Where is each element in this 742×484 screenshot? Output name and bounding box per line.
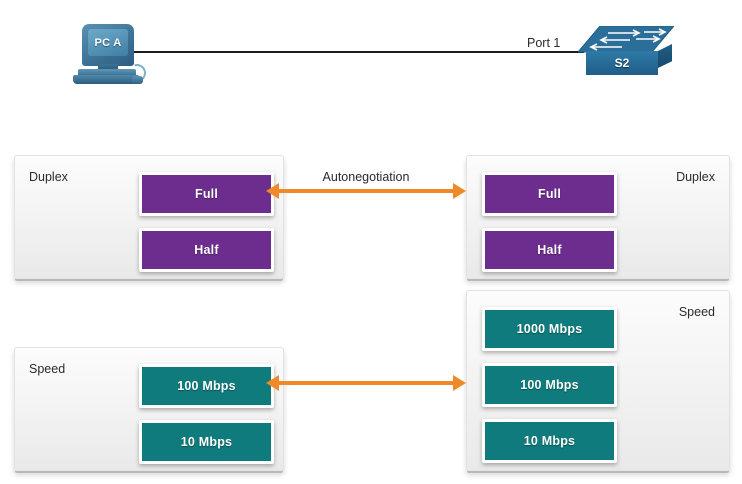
desktop-computer-icon: PC A — [82, 24, 134, 66]
speed-right-title: Speed — [678, 305, 715, 319]
topology-diagram: PC A Port 1 S2 — [0, 0, 742, 120]
arrow-head-right — [453, 375, 466, 391]
autonegotiation-label: Autonegotiation — [322, 170, 410, 184]
arrow-head-right — [453, 183, 466, 199]
speed-right-option-1000mbps[interactable]: 1000 Mbps — [482, 307, 617, 351]
switch-side-face — [658, 44, 672, 68]
pc-base-lower — [73, 75, 139, 84]
switch-front-face: S2 — [586, 51, 658, 75]
speed-left-title: Speed — [29, 362, 66, 376]
speed-left-option-10mbps[interactable]: 10 Mbps — [139, 420, 274, 464]
ethernet-cable-link — [132, 51, 584, 53]
network-switch-icon — [578, 26, 674, 53]
arrow-head-left — [266, 375, 279, 391]
pc-stand — [98, 64, 118, 71]
speed-left-option-100mbps[interactable]: 100 Mbps — [139, 364, 274, 408]
arrow-head-left — [266, 183, 279, 199]
speed-panel-right: Speed 1000 Mbps 100 Mbps 10 Mbps — [466, 290, 730, 471]
arrow-shaft — [277, 189, 455, 193]
duplex-autonegotiation-arrow-icon — [266, 181, 466, 201]
mouse-icon — [132, 76, 143, 84]
speed-right-option-10mbps[interactable]: 10 Mbps — [482, 419, 617, 463]
arrow-shaft — [277, 381, 455, 385]
pc-base-upper — [78, 69, 136, 76]
duplex-left-option-full[interactable]: Full — [139, 172, 274, 216]
duplex-panel-right: Duplex Full Half — [466, 155, 730, 279]
duplex-left-option-half[interactable]: Half — [139, 228, 274, 272]
duplex-right-option-half[interactable]: Half — [482, 228, 617, 272]
port-label: Port 1 — [527, 36, 561, 50]
duplex-right-title: Duplex — [676, 170, 715, 184]
speed-autonegotiation-arrow-icon — [266, 373, 466, 393]
pc-label: PC A — [94, 36, 122, 49]
duplex-left-title: Duplex — [29, 170, 68, 184]
speed-right-option-100mbps[interactable]: 100 Mbps — [482, 363, 617, 407]
switch-label: S2 — [614, 56, 630, 70]
duplex-right-option-full[interactable]: Full — [482, 172, 617, 216]
duplex-panel-left: Duplex Full Half — [14, 155, 284, 279]
pc-screen: PC A — [88, 29, 128, 56]
speed-panel-left: Speed 100 Mbps 10 Mbps — [14, 347, 284, 471]
pc-a-node[interactable]: PC A — [72, 24, 150, 86]
s2-switch-node[interactable]: S2 — [578, 26, 674, 78]
